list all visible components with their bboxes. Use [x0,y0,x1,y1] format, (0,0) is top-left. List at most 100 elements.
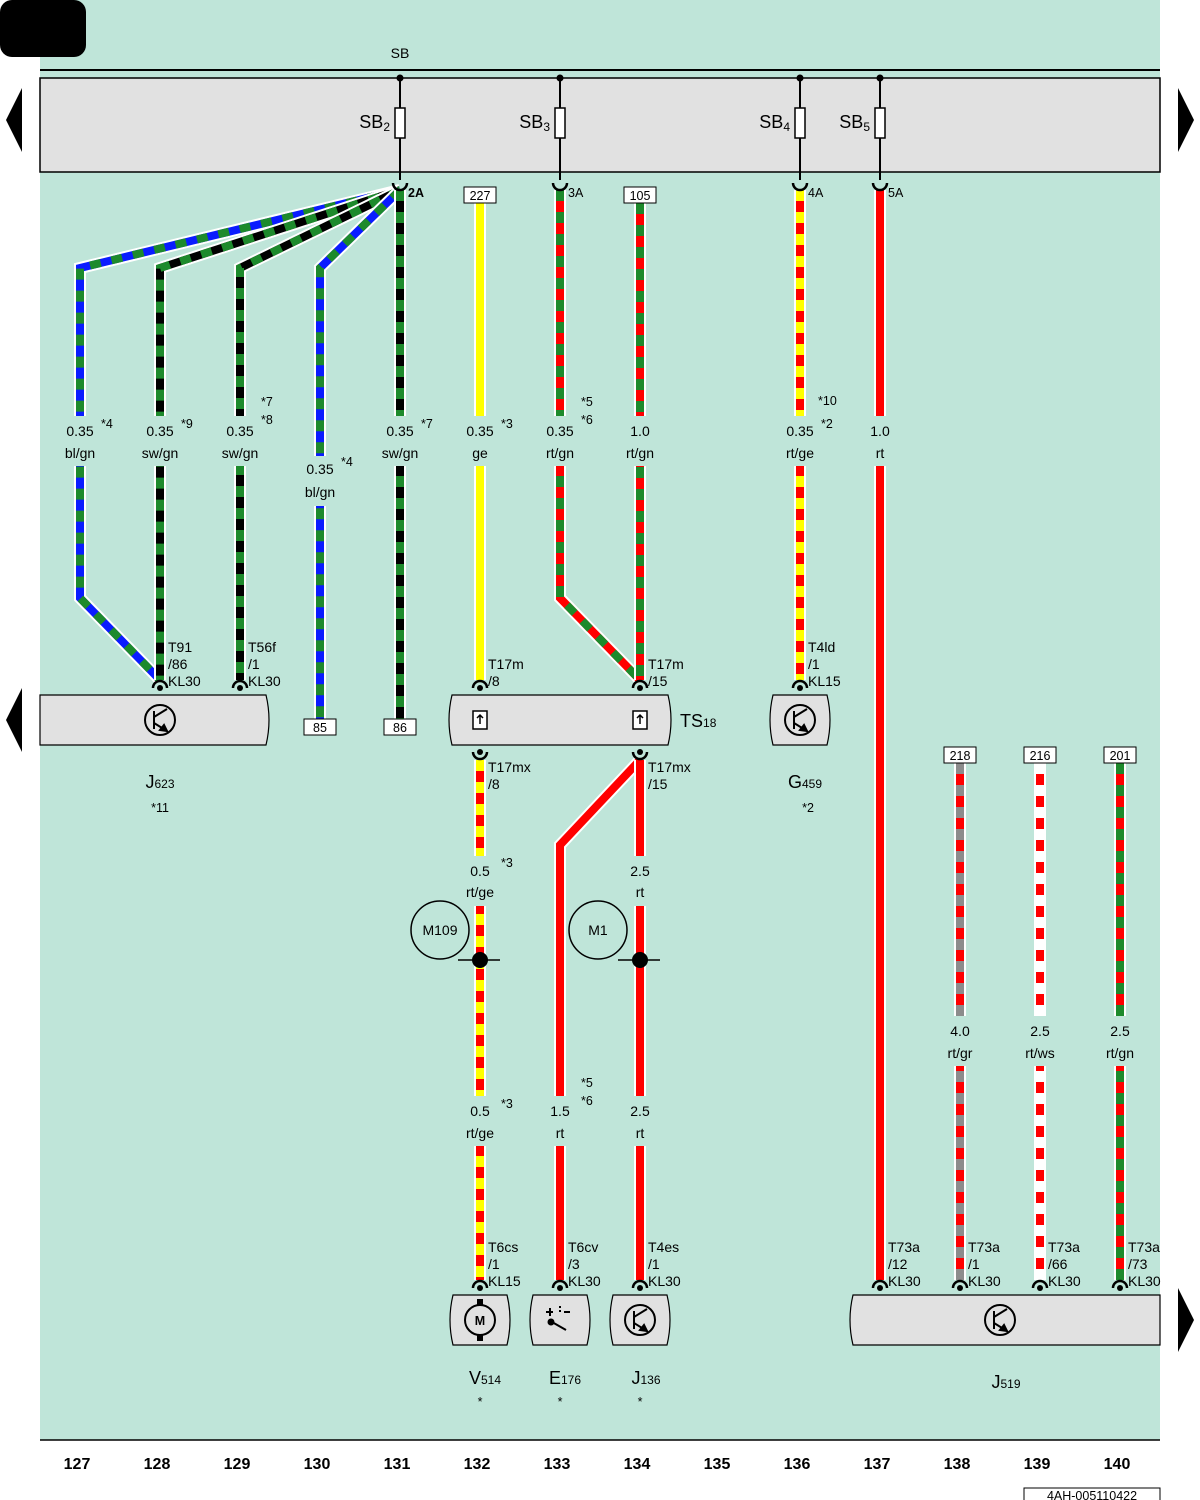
wire-size: 2.5 [630,863,650,879]
label-gap [618,416,662,466]
wire-size: 2.5 [630,1103,650,1119]
svg-text:M109: M109 [422,922,457,938]
nav-arrow-right-icon[interactable] [1178,88,1194,152]
wire-size: 0.5 [470,863,490,879]
svg-text:M: M [475,1314,485,1328]
wire-color: rt/ge [466,1125,494,1141]
component-name: J623 [145,772,174,792]
ref-box-218: 218 [943,746,977,764]
wire-size: 1.0 [630,423,650,439]
column-number: 131 [384,1456,411,1473]
nav-arrow-right-icon[interactable] [1178,1288,1194,1352]
wire-note: *4 [101,417,113,431]
pin-dot [957,1285,963,1291]
ground-point-m1: M1 [568,900,660,968]
pin-dot [797,685,803,691]
wire-note: *6 [581,413,593,427]
pin-arc [151,679,169,689]
fuse-box [39,77,1161,173]
label-gap [538,1096,582,1146]
svg-text:227: 227 [470,189,491,203]
pin-dot [477,749,483,755]
component-name: E176 [549,1368,581,1388]
pin-arc [631,1279,649,1289]
wire-note: *3 [501,1097,513,1111]
pin-arc [551,1279,569,1289]
fuse-sb4: SB4 4A [759,74,824,200]
wire-note: *6 [581,1094,593,1108]
ref-box-85: 85 [303,718,337,736]
pin-label: T17mx/15 [648,759,691,792]
component-note: *11 [151,801,169,815]
svg-text:218: 218 [950,749,971,763]
label-gap [778,416,822,466]
wire-color: sw/gn [142,445,179,461]
svg-text:85: 85 [313,721,327,735]
column-number: 140 [1104,1456,1131,1473]
label-gap [138,416,182,466]
transistor-icon [784,704,816,736]
wire-color: bl/gn [65,445,95,461]
wire-size: 0.35 [386,423,413,439]
wire-color: bl/gn [305,484,335,500]
wire-color: rt/gn [546,445,574,461]
wire-130 [314,185,405,719]
pin-arc [231,679,249,689]
wire-129 [234,184,403,680]
wire-color: rt [636,1125,645,1141]
nav-arrow-left-icon[interactable] [6,88,22,152]
svg-text:3A: 3A [568,186,584,200]
column-number: 138 [944,1456,971,1473]
label-gap [458,1096,502,1146]
component-name: J519 [991,1372,1020,1392]
wire-size: 1.0 [870,423,890,439]
pin-arc [951,1279,969,1289]
doc-code: 4AH-005110422 [1023,1487,1161,1500]
switch-icon [546,1306,570,1331]
wire-size: 0.35 [786,423,813,439]
component-note: * [558,1395,563,1409]
wire-note: *5 [581,395,593,409]
component-name: V514 [469,1368,501,1388]
component-name: TS18 [680,711,717,731]
wire-size: 0.35 [546,423,573,439]
component-name: G459 [788,772,822,792]
pin-arc [871,1279,889,1289]
nav-arrow-left-icon[interactable] [6,688,22,752]
label-gap [618,1096,662,1146]
pin-arc [631,679,649,689]
component-note: * [638,1395,643,1409]
column-number: 136 [784,1456,811,1473]
transistor-icon [984,1304,1016,1336]
ref-box-227: 227 [463,186,497,204]
pin-dot [237,685,243,691]
column-number: 132 [464,1456,491,1473]
pin-arc [471,751,489,761]
wire-color: rt/gr [948,1045,973,1061]
wire-note: *3 [501,417,513,431]
label-gap [858,416,902,466]
pin-dot [477,1285,483,1291]
v514-box [449,1294,511,1346]
wire-size: 2.5 [1110,1023,1130,1039]
wire-size: 0.35 [466,423,493,439]
column-number: 137 [864,1456,891,1473]
wire-color: rt/gn [626,445,654,461]
pin-arc [631,751,649,761]
wire-note: *7 [261,395,273,409]
wire-note: *2 [821,417,833,431]
wire-note: *5 [581,1076,593,1090]
svg-text:105: 105 [630,189,651,203]
wire-size: 0.5 [470,1103,490,1119]
pin-dot [637,749,643,755]
label-gap [58,416,102,466]
fuse-sb2: SB2 2A [359,74,424,200]
wire-color: rt/gn [1106,1045,1134,1061]
ref-box-216: 216 [1023,746,1057,764]
